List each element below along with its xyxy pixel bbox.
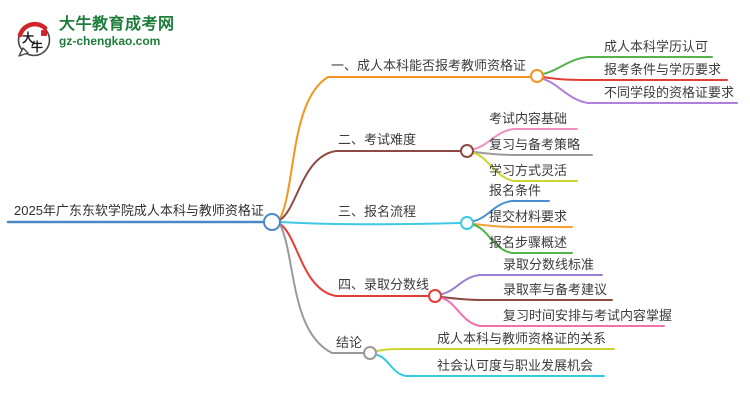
branch-line-5	[279, 223, 364, 354]
subtopic-node-4-3[interactable]: 复习时间安排与考试内容掌握	[503, 308, 673, 323]
site-logo[interactable]: 大 牛 大牛教育成考网 gz-chengkao.com	[14, 16, 175, 60]
subtopic-node-1-1[interactable]: 成人本科学历认可	[604, 39, 709, 54]
subtopic-node-1-3[interactable]: 不同学段的资格证要求	[604, 85, 735, 100]
subtopic-line-4-1	[441, 274, 603, 295]
branch-node-1[interactable]: 一、成人本科能否报考教师资格证	[331, 58, 527, 73]
branch-line-1	[279, 76, 532, 220]
subtopic-node-3-2[interactable]: 提交材料要求	[489, 209, 568, 224]
logo-char-bottom: 牛	[31, 39, 43, 54]
branch-node-5[interactable]: 结论	[336, 335, 363, 350]
subtopic-line-1-1	[542, 56, 713, 75]
subtopic-line-1-2	[542, 76, 728, 81]
subtopic-node-5-1[interactable]: 成人本科与教师资格证的关系	[437, 331, 607, 346]
branch-node-4[interactable]: 四、录取分数线	[338, 277, 430, 292]
branch-line-3	[279, 221, 461, 226]
branch-junction-4[interactable]	[428, 289, 442, 303]
root-junction-circle[interactable]	[263, 213, 281, 231]
subtopic-node-4-2[interactable]: 录取率与备考建议	[503, 282, 608, 297]
subtopic-node-2-2[interactable]: 复习与备考策略	[489, 137, 581, 152]
logo-char-top: 大	[22, 30, 34, 45]
branch-node-2[interactable]: 二、考试难度	[338, 132, 417, 147]
subtopic-line-4-3	[441, 297, 665, 327]
subtopic-node-2-1[interactable]: 考试内容基础	[489, 111, 568, 126]
branch-line-4	[279, 223, 429, 297]
branch-junction-3[interactable]	[460, 216, 474, 230]
subtopic-line-3-1	[473, 200, 550, 222]
daniu-logo-icon: 大 牛	[17, 21, 51, 57]
subtopic-node-4-1[interactable]: 录取分数线标准	[503, 257, 595, 272]
branch-junction-1[interactable]	[530, 69, 544, 83]
subtopic-line-5-1	[376, 348, 615, 352]
subtopic-line-4-2	[441, 296, 613, 301]
subtopic-line-2-3	[473, 152, 578, 182]
subtopic-line-5-2	[376, 354, 605, 377]
subtopic-node-2-3[interactable]: 学习方式灵活	[489, 163, 568, 178]
subtopic-line-2-2	[473, 151, 593, 156]
branch-line-2	[279, 150, 461, 221]
root-node[interactable]: 2025年广东东软学院成人本科与教师资格证	[14, 203, 264, 218]
branch-junction-5[interactable]	[363, 346, 377, 360]
subtopic-line-3-3	[473, 224, 573, 254]
site-name: 大牛教育成考网	[59, 16, 175, 33]
subtopic-line-1-3	[542, 78, 738, 104]
site-url: gz-chengkao.com	[59, 34, 161, 48]
subtopic-node-3-3[interactable]: 报名步骤概述	[489, 235, 568, 250]
subtopic-node-3-1[interactable]: 报名条件	[489, 183, 542, 198]
branch-node-3[interactable]: 三、报名流程	[338, 204, 417, 219]
subtopic-line-3-2	[473, 223, 573, 228]
subtopic-line-2-1	[473, 128, 578, 150]
site-logo-text: 大牛教育成考网 gz-chengkao.com	[59, 16, 175, 48]
subtopic-node-5-2[interactable]: 社会认可度与职业发展机会	[437, 358, 594, 373]
subtopic-node-1-2[interactable]: 报考条件与学历要求	[604, 62, 722, 77]
branch-junction-2[interactable]	[460, 144, 474, 158]
